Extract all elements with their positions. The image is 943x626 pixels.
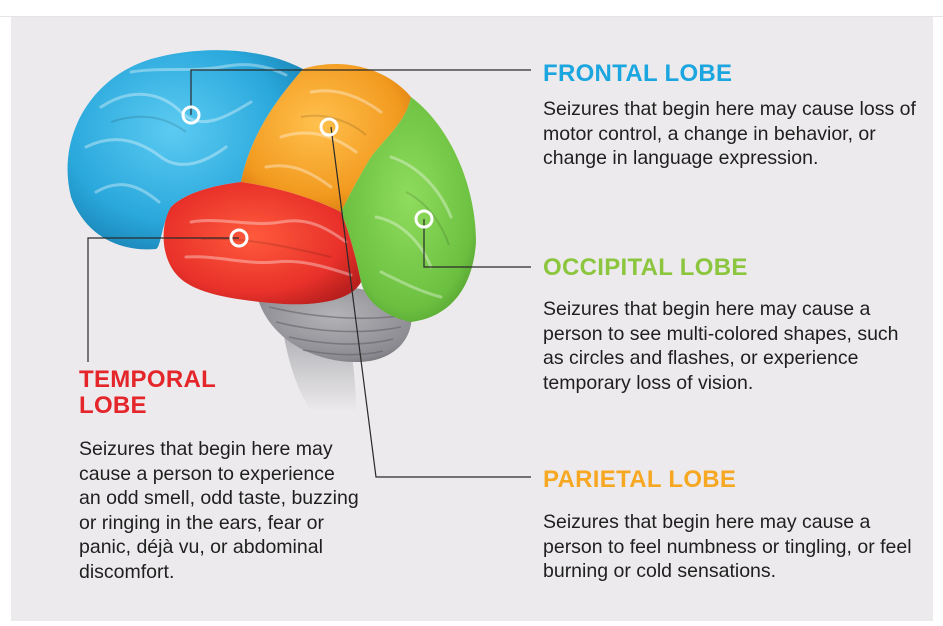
frontal-marker [181, 105, 201, 125]
parietal-lobe-description: Seizures that begin here may cause a per… [543, 511, 912, 582]
occipital-lobe-description: Seizures that begin here may cause a per… [543, 298, 899, 394]
brain-illustration [67, 50, 531, 478]
frontal-lobe-title: FRONTAL LOBE [543, 60, 733, 87]
frontal-leader-line [190, 69, 531, 115]
temporal-marker [229, 228, 249, 248]
frontal-lobe-description: Seizures that begin here may cause loss … [543, 98, 916, 169]
parietal-lobe-block: PARIETAL LOBE Seizures that begin here m… [543, 467, 923, 584]
temporal-leader-line [87, 237, 239, 362]
temporal-lobe-region [163, 182, 361, 305]
occipital-lobe-region [341, 97, 476, 322]
parietal-leader-line [330, 126, 531, 478]
parietal-marker [319, 117, 339, 137]
frontal-lobe-block: FRONTAL LOBE Seizures that begin here ma… [543, 61, 923, 171]
parietal-lobe-region [241, 64, 411, 212]
occipital-leader-line [423, 219, 531, 268]
occipital-marker [414, 209, 434, 229]
temporal-lobe-block: TEMPORAL LOBE Seizures that begin here m… [79, 367, 359, 584]
frontal-lobe-region [67, 50, 303, 250]
temporal-lobe-title: TEMPORAL LOBE [79, 366, 217, 419]
top-bar [0, 0, 943, 17]
parietal-lobe-title: PARIETAL LOBE [543, 466, 737, 493]
infographic-panel: FRONTAL LOBE Seizures that begin here ma… [11, 17, 933, 621]
occipital-lobe-title: OCCIPITAL LOBE [543, 254, 748, 281]
temporal-lobe-description: Seizures that begin here may cause a per… [79, 438, 359, 583]
occipital-lobe-block: OCCIPITAL LOBE Seizures that begin here … [543, 255, 923, 395]
